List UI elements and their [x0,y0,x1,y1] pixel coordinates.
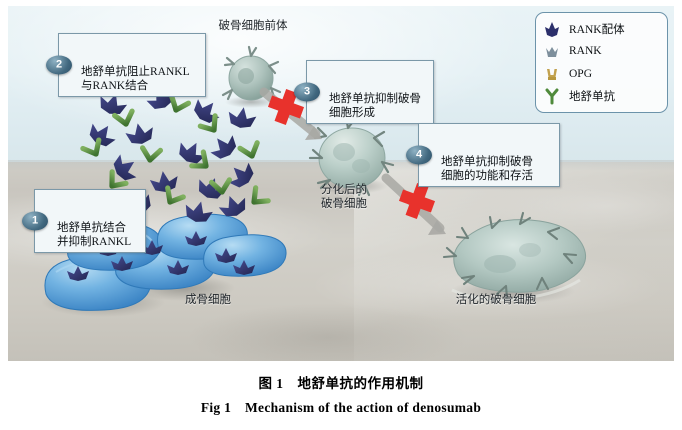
legend-panel: RANK配体 RANK OPG 地舒单抗 [535,12,668,113]
legend-label: RANK配体 [569,24,625,37]
legend-item-opg: OPG [542,63,661,85]
antibody-y-icon [239,185,271,216]
rankl-trefoil-icon [228,107,257,128]
legend-label: RANK [569,45,602,58]
label-differentiated-osteoclast: 分化后的 破骨细胞 [321,184,367,210]
rankl-trefoil-icon [185,231,207,246]
rankl-trefoil-icon [67,266,89,281]
rank-crown-icon [546,47,558,58]
rankl-trefoil-icon [141,240,163,255]
antibody-y-icon [80,137,107,171]
antibody-y-icon [545,88,559,105]
rank-receptor-group [442,211,578,300]
figure-caption-en: Fig 1 Mechanism of the action of denosum… [200,400,482,415]
rankl-trefoil-icon [89,123,116,147]
antibody-y-icon [237,140,260,174]
callout-badge: 1 [22,211,48,231]
callout-3: 3 地舒单抗抑制破骨 细胞形成 [294,60,434,125]
rankl-trefoil-icon [233,260,255,275]
legend-label: 地舒单抗 [569,90,615,103]
label-osteoblast: 成骨细胞 [185,294,231,306]
callout-text: 地舒单抗抑制破骨 细胞形成 [329,93,421,120]
block-x-formation [267,88,305,126]
antibody-y-icon [112,108,135,143]
callout-badge: 4 [406,145,432,165]
legend-item-denosumab: 地舒单抗 [542,85,661,107]
antibody-y-icon [197,113,226,146]
rankl-trefoil-icon [100,93,128,114]
figure-panel: RANK配体 RANK OPG 地舒单抗 2 地舒单抗阻止RA [8,6,674,361]
callout-badge: 2 [46,55,72,75]
rankl-trefoil-icon [218,195,246,217]
rankl-trefoil-icon [194,99,220,123]
rankl-trefoil-icon [167,260,189,275]
rankl-trefoil-icon [149,171,178,192]
antibody-y-icon [159,185,186,219]
callout-badge: 3 [294,82,320,102]
osteoblast-cell [203,234,287,277]
label-osteoclast-precursor: 破骨细胞前体 [218,20,288,32]
callout-4: 4 地舒单抗抑制破骨 细胞的功能和存活 [406,123,560,188]
antibody-y-icon [189,149,221,179]
activated-osteoclast-cell [442,211,587,304]
rankl-trefoil-icon [210,135,237,159]
rankl-trefoil-icon [146,88,173,110]
rankl-trefoil-icon [198,178,226,199]
callout-text: 地舒单抗抑制破骨 细胞的功能和存活 [441,156,533,183]
legend-item-rankl: RANK配体 [542,18,661,40]
antibody-y-icon [140,145,164,179]
legend-item-rank: RANK [542,40,661,62]
rankl-trefoil-icon [185,201,213,222]
callout-2: 2 地舒单抗阻止RANKL 与RANK结合 [46,33,206,98]
rankl-trefoil-icon [179,142,206,164]
opg-cup-icon [547,68,557,80]
label-activated-osteoclast: 活化的破骨细胞 [455,294,537,306]
legend-label: OPG [569,67,593,80]
figure-caption-zh: 图 1 地舒单抗的作用机制 [258,376,424,391]
rankl-trefoil-icon [215,248,237,263]
block-x-function [398,182,436,220]
rankl-trefoil-icon [111,256,133,271]
rankl-trefoil-icon [113,154,137,181]
callout-text: 地舒单抗结合 并抑制RANKL [57,222,132,249]
callout-text: 地舒单抗阻止RANKL 与RANK结合 [81,66,190,93]
callout-1: 1 地舒单抗结合 并抑制RANKL [22,189,146,254]
rankl-trefoil-icon [545,22,559,38]
rankl-trefoil-icon [228,162,254,188]
antibody-y-icon [208,177,232,211]
antibody-y-icon [167,93,192,128]
denosumab-antibody-group [80,93,271,219]
